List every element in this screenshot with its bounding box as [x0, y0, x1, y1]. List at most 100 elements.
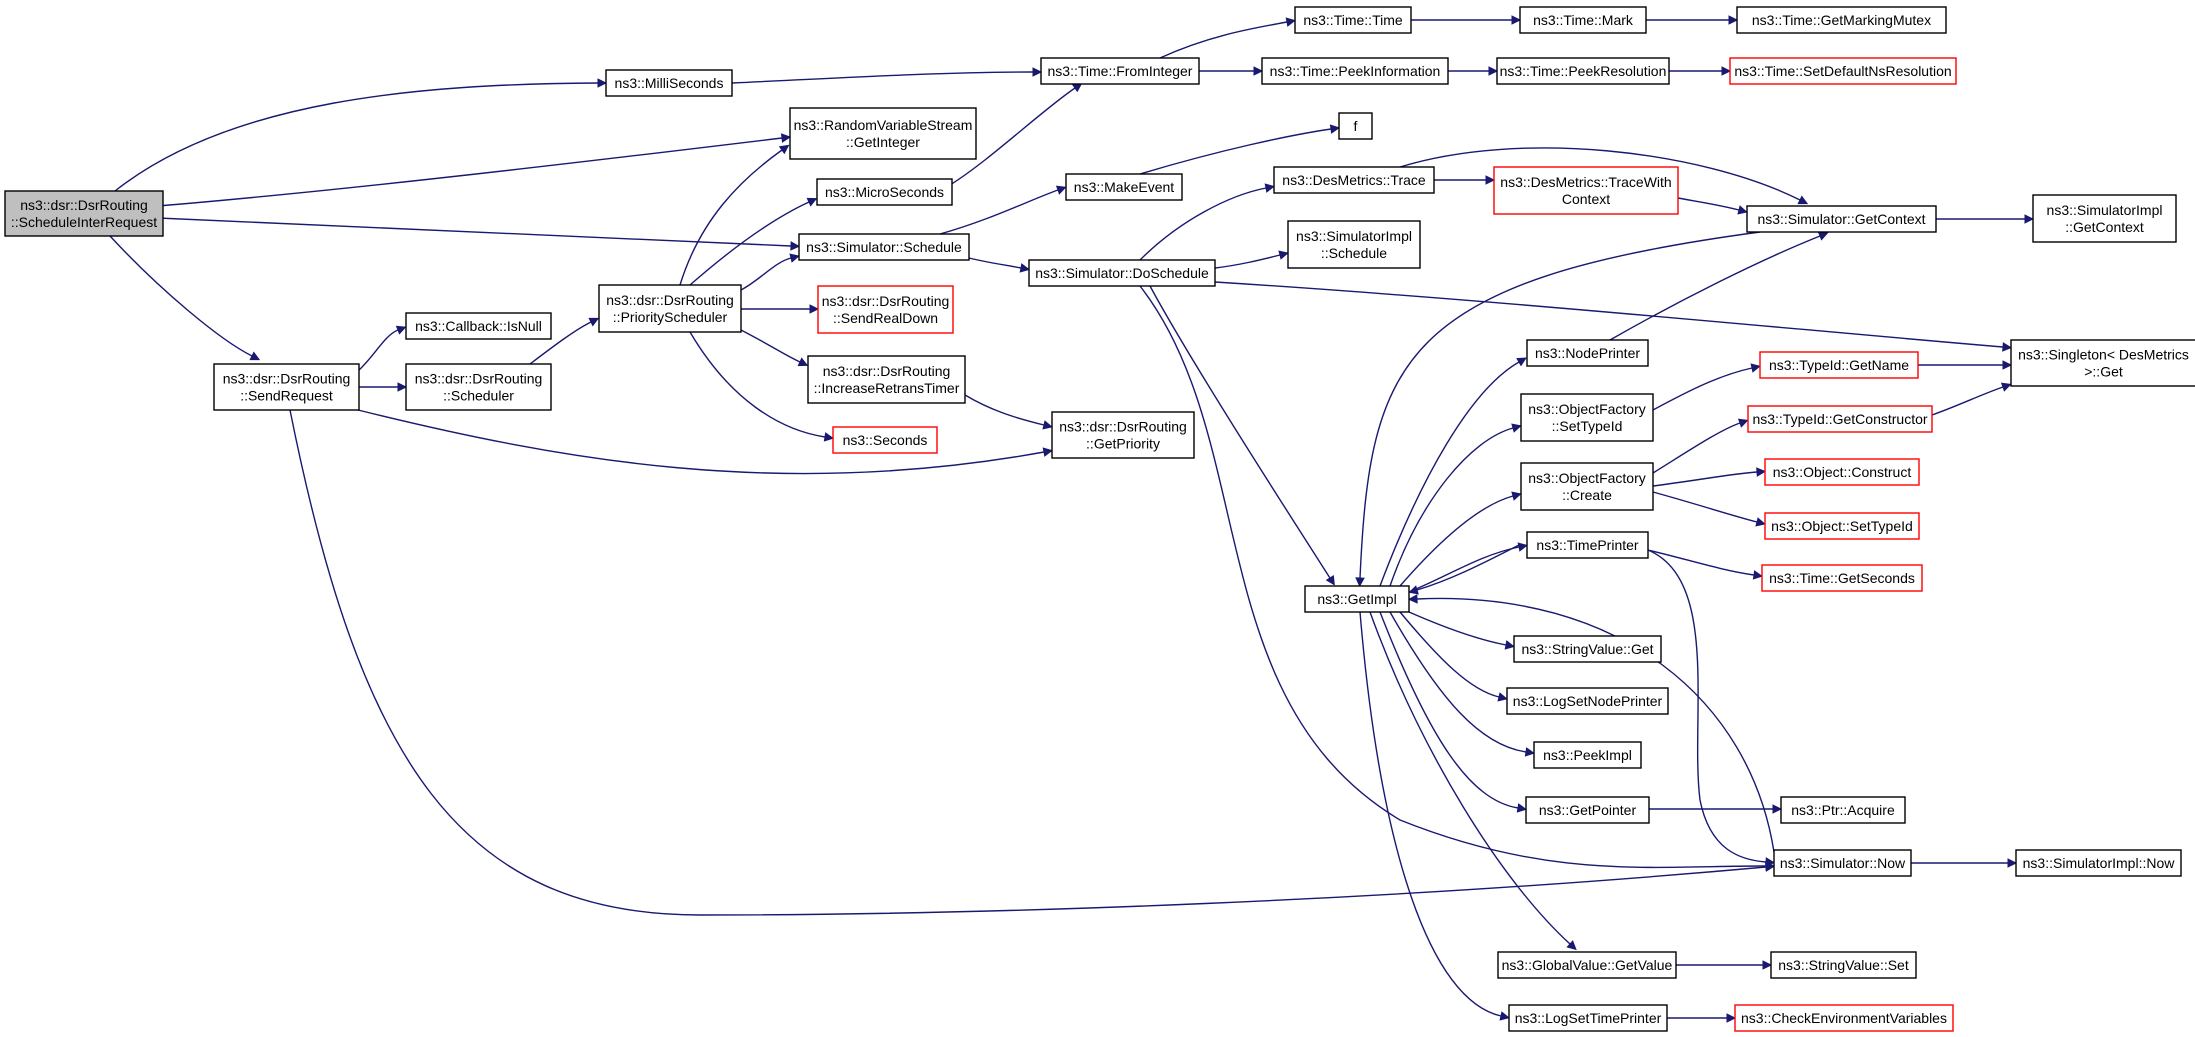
node-peekresolution[interactable]: ns3::Time::PeekResolution — [1496, 57, 1670, 85]
node-simimpl-now[interactable]: ns3::SimulatorImpl::Now — [2015, 849, 2182, 877]
node-stringvalue-get[interactable]: ns3::StringValue::Get — [1513, 635, 1662, 663]
node-priorityscheduler[interactable]: ns3::dsr::DsrRouting::PriorityScheduler — [598, 284, 742, 333]
node-sendrealdown[interactable]: ns3::dsr::DsrRouting::SendRealDown — [817, 285, 954, 334]
node-time-mark[interactable]: ns3::Time::Mark — [1519, 6, 1647, 34]
arrowhead-icon — [1726, 1013, 1737, 1023]
edge-line — [1359, 611, 1502, 1017]
node-typeid-getname[interactable]: ns3::TypeId::GetName — [1759, 351, 1919, 379]
node-logsettimeprinter[interactable]: ns3::LogSetTimePrinter — [1508, 1004, 1668, 1032]
edge-line — [1931, 386, 2004, 416]
node-typeid-getconstructor[interactable]: ns3::TypeId::GetConstructor — [1747, 405, 1933, 433]
node-label: ns3::Time::PeekInformation — [1270, 63, 1441, 79]
node-label: ns3::TimePrinter — [1536, 537, 1639, 553]
edge-time_frominteger-to-peekinformation — [1199, 66, 1264, 76]
edge-line — [1214, 254, 1281, 269]
node-time-time[interactable]: ns3::Time::Time — [1294, 6, 1412, 34]
node-box — [1304, 585, 1410, 613]
node-label: ::GetContext — [2065, 219, 2144, 235]
arrowhead-icon — [1797, 195, 1809, 205]
node-peekinformation[interactable]: ns3::Time::PeekInformation — [1261, 57, 1449, 85]
node-f[interactable]: f — [1338, 112, 1373, 140]
node-simimpl-getcontext[interactable]: ns3::SimulatorImpl::GetContext — [2032, 194, 2177, 243]
node-setdefaultns[interactable]: ns3::Time::SetDefaultNsResolution — [1729, 57, 1957, 85]
node-sim-now[interactable]: ns3::Simulator::Now — [1773, 849, 1912, 877]
node-label: ns3::Simulator::DoSchedule — [1035, 265, 1209, 281]
node-ptr-acquire[interactable]: ns3::Ptr::Acquire — [1780, 796, 1906, 824]
edge-line — [1677, 197, 1740, 211]
node-box — [1764, 458, 1920, 486]
node-doschedule[interactable]: ns3::Simulator::DoSchedule — [1028, 259, 1216, 287]
node-microseconds[interactable]: ns3::MicroSeconds — [816, 178, 953, 206]
node-rvs-getinteger[interactable]: ns3::RandomVariableStream::GetInteger — [789, 107, 977, 160]
arrowhead-icon — [1042, 420, 1053, 430]
node-callback-isnull[interactable]: ns3::Callback::IsNull — [405, 312, 552, 340]
node-object-construct[interactable]: ns3::Object::Construct — [1764, 458, 1920, 486]
edge-line — [529, 321, 592, 365]
node-stringvalue-set[interactable]: ns3::StringValue::Set — [1770, 951, 1917, 979]
node-globalvalue-getvalue[interactable]: ns3::GlobalValue::GetValue — [1497, 951, 1677, 979]
node-label: ::PriorityScheduler — [613, 309, 728, 325]
edge-line — [1139, 285, 1767, 869]
node-time-getseconds[interactable]: ns3::Time::GetSeconds — [1761, 564, 1923, 592]
node-singleton-get[interactable]: ns3::Singleton< DesMetrics>::Get — [2010, 339, 2195, 387]
node-nodeprinter[interactable]: ns3::NodePrinter — [1526, 339, 1649, 367]
node-getpriority[interactable]: ns3::dsr::DsrRouting::GetPriority — [1051, 411, 1195, 459]
node-time-frominteger[interactable]: ns3::Time::FromInteger — [1040, 57, 1200, 85]
edge-line — [157, 137, 783, 207]
node-scheduler[interactable]: ns3::dsr::DsrRouting::Scheduler — [405, 363, 552, 411]
node-label: ::ScheduleInterRequest — [11, 214, 157, 230]
node-sim-schedule[interactable]: ns3::Simulator::Schedule — [798, 233, 970, 261]
arrowhead-icon — [780, 133, 792, 143]
node-increaseretrans[interactable]: ns3::dsr::DsrRouting::IncreaseRetransTim… — [807, 355, 966, 404]
node-makeevent[interactable]: ns3::MakeEvent — [1065, 173, 1183, 201]
node-sendrequest[interactable]: ns3::dsr::DsrRouting::SendRequest — [213, 363, 360, 411]
node-root[interactable]: ns3::dsr::DsrRouting::ScheduleInterReque… — [4, 190, 164, 237]
node-getmarkingmutex[interactable]: ns3::Time::GetMarkingMutex — [1736, 6, 1947, 34]
node-label: ns3::dsr::DsrRouting — [223, 371, 351, 387]
node-seconds[interactable]: ns3::Seconds — [832, 426, 938, 454]
arrowhead-icon — [249, 351, 261, 361]
edge-line — [949, 87, 1076, 186]
edge-getimpl-to-of_settypeid — [1389, 423, 1522, 587]
arrowhead-icon — [1737, 205, 1748, 215]
arrowhead-icon — [1019, 263, 1030, 273]
node-getimpl[interactable]: ns3::GetImpl — [1304, 585, 1410, 613]
node-getpointer[interactable]: ns3::GetPointer — [1525, 796, 1650, 824]
edge-line — [731, 71, 1034, 84]
arrowhead-icon — [1524, 747, 1536, 757]
node-label: ns3::DesMetrics::Trace — [1282, 172, 1426, 188]
arrowhead-icon — [1285, 17, 1296, 27]
edge-line — [1416, 544, 1520, 591]
node-label: ns3::GlobalValue::GetValue — [1502, 957, 1673, 973]
node-label: ns3::Simulator::GetContext — [1757, 211, 1925, 227]
node-timeprinter[interactable]: ns3::TimePrinter — [1526, 531, 1649, 559]
edge-line — [1399, 147, 1801, 201]
node-object-settypeid[interactable]: ns3::Object::SetTypeId — [1764, 512, 1920, 540]
edge-increaseretrans-to-getpriority — [964, 394, 1053, 430]
node-of-settypeid[interactable]: ns3::ObjectFactory::SetTypeId — [1520, 393, 1654, 442]
node-simimpl-schedule[interactable]: ns3::SimulatorImpl::Schedule — [1287, 220, 1421, 269]
node-box — [798, 233, 970, 261]
node-label: ns3::TypeId::GetConstructor — [1752, 411, 1927, 427]
edge-line — [679, 149, 783, 286]
edge-peekinformation-to-peekresolution — [1448, 66, 1499, 76]
node-checkenv[interactable]: ns3::CheckEnvironmentVariables — [1734, 1004, 1954, 1032]
node-desmetrics-trace[interactable]: ns3::DesMetrics::Trace — [1273, 166, 1435, 194]
node-box — [1519, 6, 1647, 34]
node-sim-getcontext[interactable]: ns3::Simulator::GetContext — [1746, 205, 1937, 233]
node-peekimpl[interactable]: ns3::PeekImpl — [1533, 741, 1642, 769]
node-label: ns3::MakeEvent — [1074, 179, 1174, 195]
edge-getimpl-to-getpointer — [1379, 611, 1527, 813]
arrowhead-icon — [1755, 517, 1766, 527]
node-label: ns3::PeekImpl — [1543, 747, 1632, 763]
edge-doschedule-to-singleton_get — [1214, 281, 2013, 352]
edge-sim_schedule-to-doschedule — [968, 257, 1030, 273]
node-label: ns3::LogSetTimePrinter — [1515, 1010, 1662, 1026]
node-box — [405, 312, 552, 340]
node-of-create[interactable]: ns3::ObjectFactory::Create — [1520, 462, 1654, 511]
node-milliseconds[interactable]: ns3::MilliSeconds — [605, 69, 733, 97]
edge-of_settypeid-to-typeid_getname — [1652, 363, 1761, 411]
node-box — [1736, 6, 1947, 34]
node-logsetnodeprinter[interactable]: ns3::LogSetNodePrinter — [1506, 687, 1669, 715]
